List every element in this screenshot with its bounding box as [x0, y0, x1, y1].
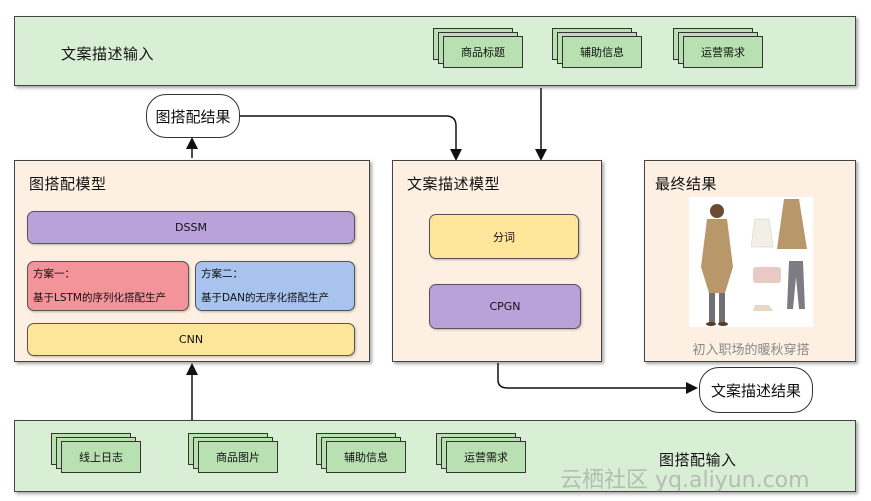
doc-product-images: 商品图片 — [188, 433, 278, 473]
doc-label: 辅助信息 — [326, 441, 406, 473]
doc-label: 运营需求 — [683, 36, 763, 68]
outfit-photo — [689, 197, 813, 327]
copy-input-panel: 文案描述输入 商品标题 辅助信息 运营需求 — [14, 16, 856, 86]
outfit-model-title: 图搭配模型 — [29, 175, 107, 193]
option1-box: 方案一： 基于LSTM的序列化搭配生产 — [27, 261, 189, 311]
segment-box: 分词 — [429, 214, 579, 259]
copy-input-title: 文案描述输入 — [61, 45, 155, 63]
option1-line2: 基于LSTM的序列化搭配生产 — [33, 292, 166, 304]
option2-line1: 方案二： — [201, 268, 243, 280]
outfit-model-panel: 图搭配模型 DSSM 方案一： 基于LSTM的序列化搭配生产 方案二： 基于DA… — [14, 160, 370, 362]
doc-ops-needs-bottom: 运营需求 — [436, 433, 526, 473]
doc-ops-needs: 运营需求 — [673, 28, 763, 68]
watermark: 云栖社区 yq.aliyun.com — [560, 468, 810, 493]
option2-line2: 基于DAN的无序化搭配生产 — [201, 292, 329, 304]
arrow-outfit-result-to-copy-model — [238, 115, 462, 161]
copy-result-oval: 文案描述结果 — [699, 367, 813, 413]
doc-aux-info: 辅助信息 — [552, 28, 642, 68]
option1-line1: 方案一： — [33, 268, 75, 280]
doc-online-logs: 线上日志 — [51, 433, 141, 473]
copy-model-panel: 文案描述模型 分词 CPGN — [392, 160, 602, 362]
doc-label: 商品标题 — [443, 36, 523, 68]
cpgn-box: CPGN — [429, 284, 581, 329]
doc-aux-info-bottom: 辅助信息 — [316, 433, 406, 473]
copy-model-title: 文案描述模型 — [407, 175, 501, 193]
doc-label: 辅助信息 — [562, 36, 642, 68]
outfit-input-panel: 线上日志 商品图片 辅助信息 运营需求 图搭配输入 — [14, 420, 856, 492]
option2-box: 方案二： 基于DAN的无序化搭配生产 — [195, 261, 355, 311]
cnn-box: CNN — [27, 323, 355, 356]
doc-product-title: 商品标题 — [433, 28, 523, 68]
final-result-title: 最终结果 — [655, 175, 718, 193]
final-result-caption: 初入职场的暖秋穿搭 — [692, 343, 810, 358]
doc-label: 线上日志 — [61, 441, 141, 473]
final-result-panel: 最终结果 初入职场的暖秋穿搭 — [644, 160, 856, 362]
outfit-illustration-icon — [701, 199, 807, 326]
doc-label: 运营需求 — [446, 441, 526, 473]
dssm-box: DSSM — [27, 211, 355, 244]
arrow-copy-model-to-result — [497, 363, 698, 394]
outfit-input-title: 图搭配输入 — [659, 451, 737, 469]
outfit-result-oval: 图搭配结果 — [146, 94, 240, 138]
doc-label: 商品图片 — [198, 441, 278, 473]
